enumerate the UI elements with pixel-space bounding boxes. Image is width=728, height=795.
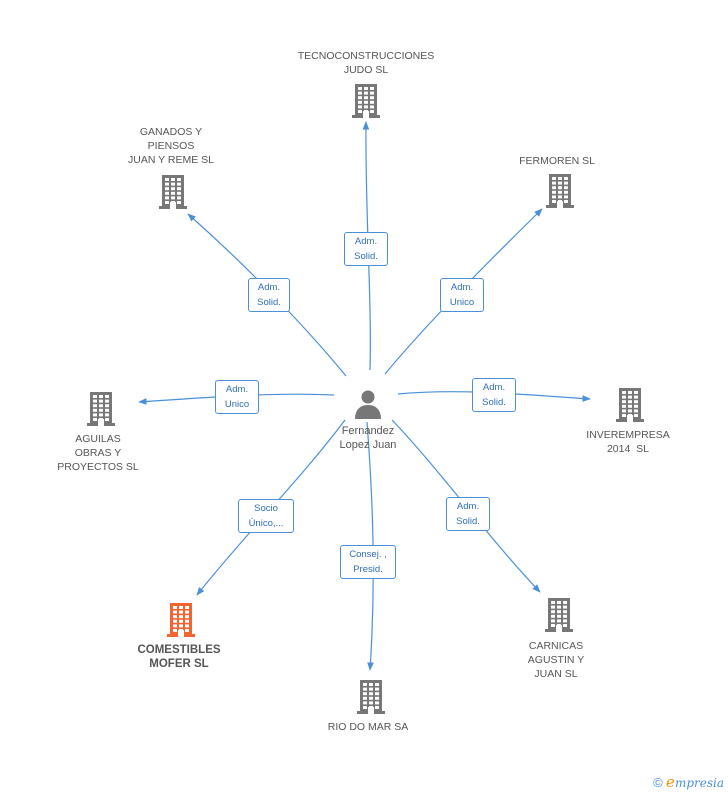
role-line: Adm. — [257, 282, 281, 293]
company-label-line: AGUILAS — [75, 433, 121, 445]
company-label-aguilas[interactable]: AGUILAS OBRAS Y PROYECTOS SL — [13, 432, 183, 474]
company-label-line: OBRAS Y — [74, 447, 122, 459]
company-label-line: CARNICAS — [528, 640, 584, 652]
company-node-fermoren[interactable] — [546, 174, 574, 213]
center-person[interactable] — [353, 389, 383, 424]
role-line: Consej. , — [349, 549, 387, 560]
building-icon — [545, 598, 573, 632]
company-label-line: JUDO SL — [343, 64, 389, 76]
brand-name: mpresia — [674, 776, 724, 790]
role-box-fermoren: Adm. Unico — [440, 278, 484, 312]
company-label-line: COMESTIBLES — [137, 644, 221, 656]
company-label-line: FERMOREN SL — [519, 155, 595, 167]
role-line: Adm. — [354, 236, 378, 247]
edge-rio — [366, 421, 374, 671]
company-label-rio[interactable]: RIO DO MAR SA — [283, 720, 453, 734]
role-box-carnicas: Adm. Solid. — [446, 497, 490, 531]
building-icon — [159, 175, 187, 209]
company-label-comest[interactable]: COMESTIBLES MOFER SL — [94, 643, 264, 671]
role-line: Unico — [449, 297, 475, 308]
company-label-line: INVEREMPRESA — [586, 429, 670, 441]
company-node-ganados[interactable] — [159, 175, 187, 214]
empresia-brand[interactable]: © empresia — [653, 773, 724, 791]
company-label-line: MOFER SL — [149, 658, 209, 670]
role-line: Adm. — [225, 384, 249, 395]
role-line: Presid. — [353, 564, 383, 575]
building-icon — [616, 388, 644, 422]
role-box-inver: Adm. Solid. — [472, 378, 516, 412]
company-label-inver[interactable]: INVEREMPRESA 2014 SL — [543, 428, 713, 456]
building-icon — [352, 84, 380, 118]
building-icon — [87, 392, 115, 426]
building-icon — [167, 603, 195, 637]
person-icon — [355, 390, 381, 419]
role-line: Solid. — [257, 297, 281, 308]
company-label-line: PROYECTOS SL — [57, 461, 139, 473]
company-node-carnicas[interactable] — [545, 598, 573, 637]
role-line: Adm. — [450, 282, 474, 293]
company-label-line: 2014 SL — [606, 443, 650, 455]
company-label-carnicas[interactable]: CARNICAS AGUSTIN Y JUAN SL — [471, 639, 641, 681]
role-box-rio: Consej. , Presid. — [340, 545, 396, 579]
building-icon — [357, 680, 385, 714]
role-box-ganados: Adm. Solid. — [248, 278, 290, 312]
copyright-icon: © — [653, 775, 663, 790]
center-label-line: Fernandez — [341, 425, 395, 437]
company-label-fermoren[interactable]: FERMOREN SL — [472, 154, 642, 168]
brand-e: e — [666, 773, 675, 791]
role-line: Solid. — [482, 397, 506, 408]
company-label-line: AGUSTIN Y — [527, 654, 585, 666]
company-node-aguilas[interactable] — [87, 392, 115, 431]
role-line: Adm. — [456, 501, 480, 512]
company-label-line: JUAN SL — [534, 668, 578, 680]
role-line: Socio — [254, 503, 278, 514]
building-icon — [546, 174, 574, 208]
company-label-line: TECNOCONSTRUCCIONES — [297, 50, 435, 62]
role-line: Solid. — [456, 516, 480, 527]
role-line: Unico — [224, 399, 250, 410]
company-label-ganados[interactable]: GANADOS Y PIENSOS JUAN Y REME SL — [86, 125, 256, 167]
center-label-line: Lopez Juan — [339, 439, 397, 451]
company-node-inver[interactable] — [616, 388, 644, 427]
company-label-line: RIO DO MAR SA — [327, 721, 409, 733]
company-label-line: GANADOS Y — [139, 126, 203, 138]
role-line: Solid. — [354, 251, 378, 262]
company-node-rio[interactable] — [357, 680, 385, 719]
company-label-tecno[interactable]: TECNOCONSTRUCCIONES JUDO SL — [281, 49, 451, 77]
role-line: Único,... — [248, 518, 284, 529]
company-label-line: PIENSOS — [147, 140, 195, 152]
company-label-line: JUAN Y REME SL — [128, 154, 214, 166]
role-box-tecno: Adm. Solid. — [344, 232, 388, 266]
role-box-aguilas: Adm. Unico — [215, 380, 259, 414]
role-line: Adm. — [482, 382, 506, 393]
company-node-tecno[interactable] — [352, 84, 380, 123]
company-node-comest[interactable] — [167, 603, 195, 642]
